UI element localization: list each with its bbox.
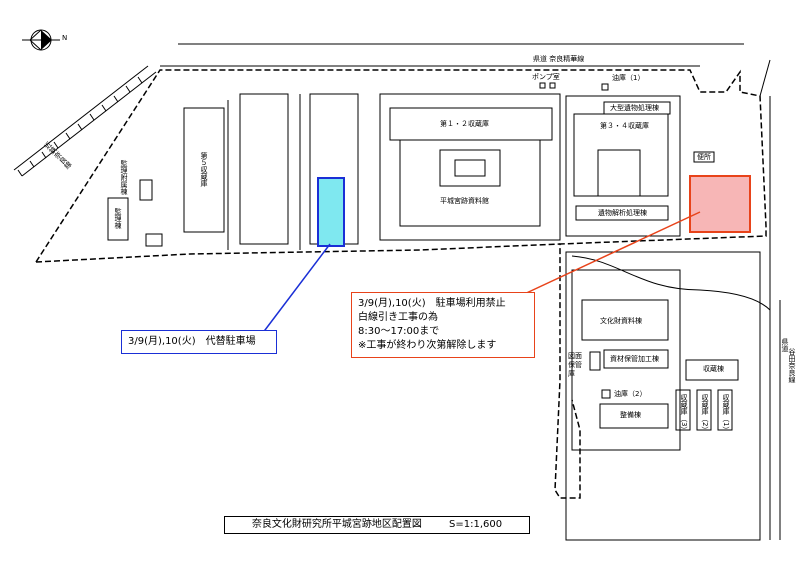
closed-parking-area (689, 175, 751, 233)
cultural-property-label: 文化財資料棟 (600, 317, 642, 325)
oil-storage-1-box (601, 83, 609, 91)
pump-room-box-2 (549, 82, 556, 89)
storage-5-label: 第５収蔵庫 (200, 152, 208, 187)
storage-12-building (389, 107, 553, 141)
storage-2-building (696, 389, 712, 431)
site-boundary (35, 69, 767, 499)
red-callout-line (519, 211, 701, 297)
storage-12-label: 第１・２収蔵庫 (440, 120, 489, 128)
closure-line-4: ※工事が終わり次第解除します (358, 340, 497, 351)
library-storage-building (589, 351, 601, 371)
closure-line-1: 3/9(月),10(火) 駐車場利用禁止 (358, 298, 506, 309)
admin-building (107, 197, 129, 241)
admin-label: 監理棟 (114, 208, 122, 229)
map-scale: S=1:1,600 (449, 519, 503, 530)
maintenance-label: 整備棟 (620, 411, 641, 419)
admin-annex-label: 監理附属棟 (120, 160, 128, 195)
compass-label: N (62, 34, 68, 42)
admin-side-box (145, 233, 163, 247)
storage-5-building (183, 107, 225, 233)
storage-1-building (717, 389, 733, 431)
oil-storage-2-label: 油庫（2） (614, 390, 647, 398)
pump-room-box-1 (539, 82, 546, 89)
storage-2-label: 収蔵庫（2） (701, 394, 709, 434)
large-artifact-label: 大型遺物処理棟 (610, 104, 659, 112)
map-title-box: 奈良文化財研究所平城宮跡地区配置図 S=1:1,600 (224, 516, 530, 534)
storage-3-label: 収蔵庫（3） (680, 394, 688, 434)
road-north-label: 県道 奈良精華線 (533, 55, 585, 63)
site-boundary-south (35, 243, 561, 263)
analysis-building (575, 205, 669, 221)
alternate-parking-note: 3/9(月),10(火) 代替駐車場 (121, 330, 277, 354)
blue-callout-line (261, 243, 331, 335)
admin-annex-building (139, 179, 153, 201)
closure-line-2: 白線引き工事の為 (358, 312, 438, 323)
toilet-building (693, 151, 715, 163)
oil-storage-1-label: 油庫（1） (612, 74, 645, 82)
material-processing-building (603, 349, 669, 369)
road-north (160, 43, 744, 67)
closure-line-3: 8:30〜17:00まで (358, 326, 440, 337)
storage-building (685, 359, 739, 381)
road-east (759, 59, 781, 540)
storage-1-label: 収蔵庫（1） (722, 394, 730, 434)
alternate-line-1: 3/9(月),10(火) 代替駐車場 (128, 336, 256, 347)
cultural-property-building (581, 299, 669, 341)
toilet-label: 便所 (697, 153, 711, 161)
analysis-building-label: 遺物解析処理棟 (598, 209, 647, 217)
library-storage-label: 図面保管庫 (568, 352, 582, 378)
heijo-museum-label: 平城宮跡資料館 (440, 197, 489, 205)
maintenance-building (599, 403, 669, 429)
alternate-parking-area (317, 177, 345, 247)
storage-34-label: 第３・４収蔵庫 (600, 122, 649, 130)
storage-building-label: 収蔵棟 (703, 365, 724, 373)
material-processing-label: 資材保管加工棟 (610, 355, 659, 363)
east-road-prefix-label: 県道 (781, 338, 789, 352)
railway-line (13, 65, 157, 177)
east-road-name-label: 谷田奈良線 (788, 348, 796, 383)
oil-storage-2-box (601, 389, 611, 399)
compass-icon (22, 29, 60, 51)
parking-closure-note: 3/9(月),10(火) 駐車場利用禁止 白線引き工事の為 8:30〜17:00… (351, 292, 535, 358)
map-title: 奈良文化財研究所平城宮跡地区配置図 (251, 519, 422, 530)
pump-room-label: ポンプ室 (532, 73, 560, 81)
